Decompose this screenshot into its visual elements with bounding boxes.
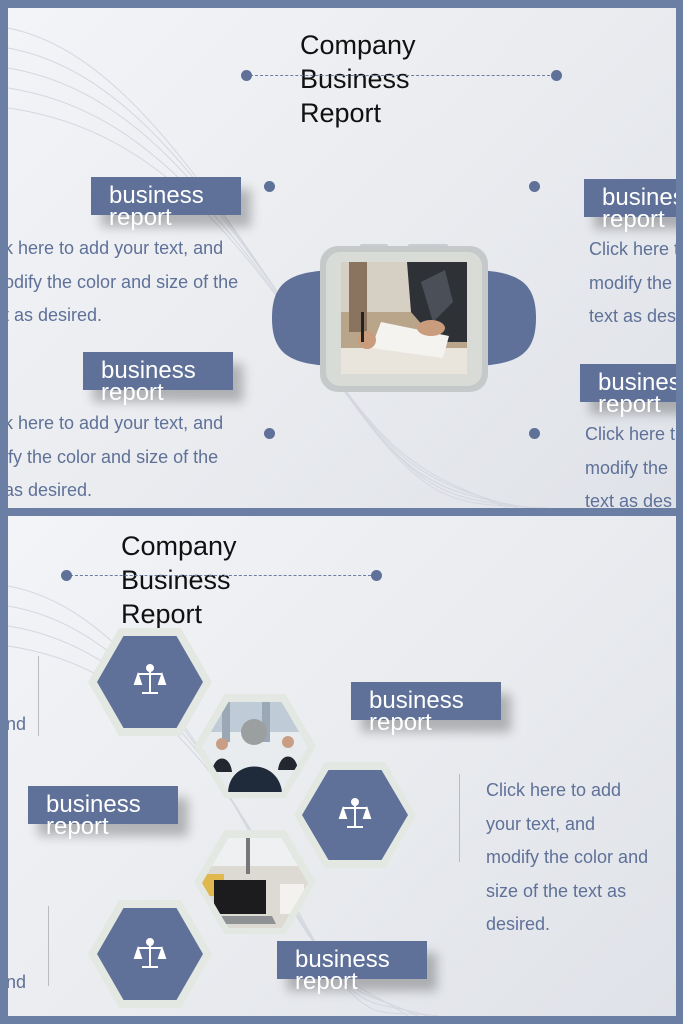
label-business-report: business report [91,177,241,230]
label-business-report: business report [584,179,676,232]
slide-title: Company Business Report [121,531,237,629]
body-text: Click here t modify the text as des [585,424,676,508]
divider-line [459,774,460,862]
label-business-report: business report [83,352,233,405]
slide-title: Company Business Report [300,30,416,128]
scales-of-justice-icon [337,796,373,832]
label-business-report: business report [277,941,427,994]
title-connector-line [70,575,376,576]
connector-dot [551,70,562,81]
business-meeting-photo [341,262,467,374]
body-text-fragment: nd [8,972,27,992]
body-text: Click here t modify the text as des [589,239,676,326]
connector-dot [61,570,72,581]
connector-dot [241,70,252,81]
label-business-report: business report [580,364,676,417]
label-business-report: business report [351,682,501,735]
body-text: k here to add your text, and odify the c… [8,238,239,325]
label-business-report: business report [28,786,178,839]
title-connector-line [250,75,550,76]
connector-dot [529,181,540,192]
body-text: k here to add your text, and ify the col… [8,413,224,500]
divider-line [48,906,49,986]
connector-dot [529,428,540,439]
body-text: Click here to add your text, and modify … [486,780,649,934]
scales-of-justice-icon [132,936,168,972]
connector-dot [264,428,275,439]
connector-dot [371,570,382,581]
slide-1: Company Business Report business report … [8,8,676,508]
slide-2: Company Business Report nd nd [8,516,676,1016]
divider-line [38,656,39,736]
body-text-fragment: nd [8,714,27,734]
connector-dot [264,181,275,192]
scales-of-justice-icon [132,662,168,698]
